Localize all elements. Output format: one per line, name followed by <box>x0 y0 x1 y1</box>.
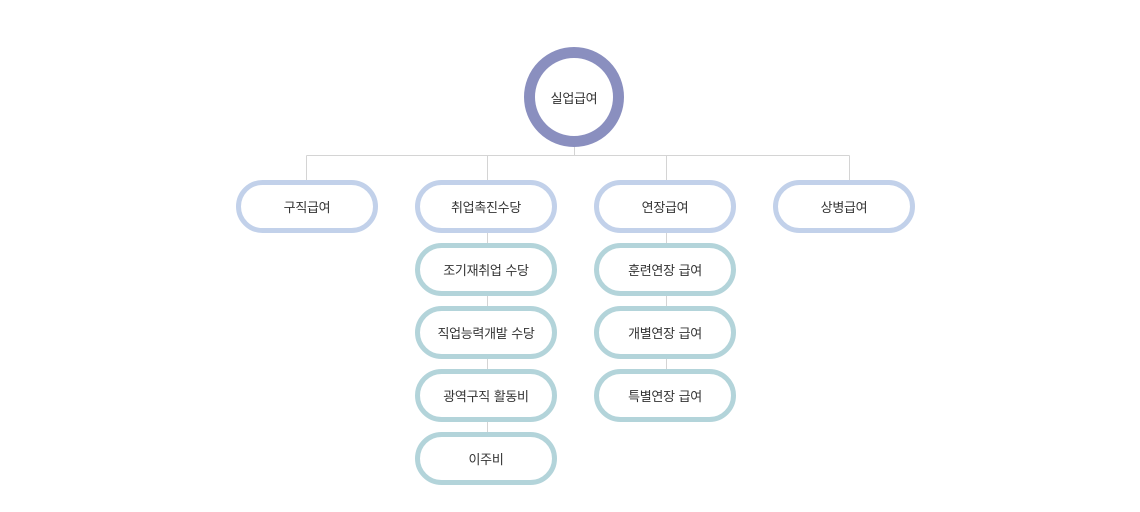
category-label: 연장급여 <box>641 201 689 216</box>
subitem-label: 특별연장 급여 <box>628 390 702 405</box>
subitem-node: 이주비 <box>415 432 557 485</box>
subitem-label: 조기재취업 수당 <box>443 264 529 279</box>
category-label: 구직급여 <box>283 201 331 216</box>
subitem-label: 개별연장 급여 <box>628 327 702 342</box>
subitem-label: 이주비 <box>468 453 504 468</box>
category-label: 상병급여 <box>820 201 868 216</box>
category-label: 취업촉진수당 <box>451 201 521 216</box>
root-node: 실업급여 <box>524 47 624 147</box>
subitem-label: 훈련연장 급여 <box>628 264 702 279</box>
category-node-employment-promotion: 취업촉진수당 <box>415 180 557 233</box>
category-node-job-seeking: 구직급여 <box>236 180 378 233</box>
subitem-label: 직업능력개발 수당 <box>437 327 535 342</box>
subitem-node: 직업능력개발 수당 <box>415 306 557 359</box>
category-node-extended-benefit: 연장급여 <box>594 180 736 233</box>
subitem-node: 개별연장 급여 <box>594 306 736 359</box>
subitem-node: 조기재취업 수당 <box>415 243 557 296</box>
category-node-sickness-benefit: 상병급여 <box>773 180 915 233</box>
subitem-node: 특별연장 급여 <box>594 369 736 422</box>
subitem-node: 광역구직 활동비 <box>415 369 557 422</box>
root-label: 실업급여 <box>550 91 598 107</box>
subitem-label: 광역구직 활동비 <box>443 390 529 405</box>
subitem-node: 훈련연장 급여 <box>594 243 736 296</box>
